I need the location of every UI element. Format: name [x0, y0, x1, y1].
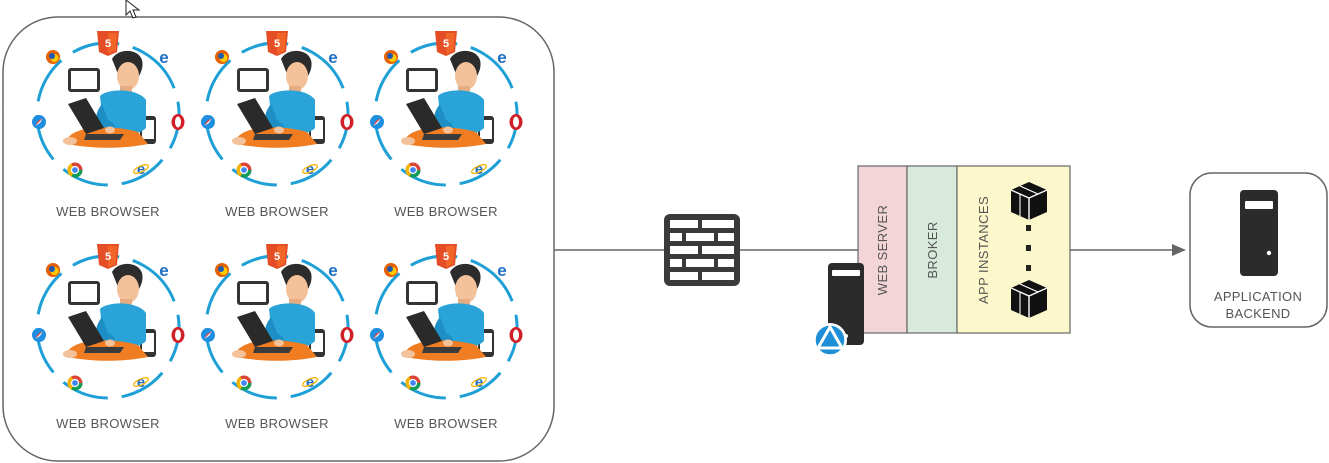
- arrow-head: [1172, 244, 1186, 256]
- app-instance-cube-icon: [1010, 181, 1048, 221]
- web-browser-label: WEB BROWSER: [394, 204, 498, 219]
- web-browser-label: WEB BROWSER: [225, 204, 329, 219]
- ellipsis-dots: [1026, 225, 1031, 271]
- server-icon: [1240, 190, 1278, 276]
- web-browser-label: WEB BROWSER: [225, 416, 329, 431]
- globe-icon: [813, 323, 847, 357]
- firewall-icon: [664, 214, 740, 286]
- web-browser-label: WEB BROWSER: [56, 416, 160, 431]
- broker-label: BROKER: [925, 221, 940, 278]
- cursor-icon: [125, 0, 141, 19]
- server-stack: WEB SERVER BROKER APP INSTANCES: [857, 165, 1071, 334]
- web-browser-client-4: WEB BROWSER: [9, 228, 207, 431]
- web-browser-client-2: WEB BROWSER: [178, 15, 376, 219]
- web-browser-label: WEB BROWSER: [56, 204, 160, 219]
- web-browser-client-1: WEB BROWSER: [9, 15, 207, 219]
- web-browser-client-3: WEB BROWSER: [347, 15, 545, 219]
- backend-label-line1: APPLICATION: [1214, 289, 1302, 304]
- web-browser-client-5: WEB BROWSER: [178, 228, 376, 431]
- application-backend: APPLICATION BACKEND: [1189, 172, 1328, 328]
- backend-label-line2: BACKEND: [1226, 306, 1291, 321]
- web-browser-label: WEB BROWSER: [394, 416, 498, 431]
- app-instance-cube-icon: [1010, 279, 1048, 319]
- web-server-label: WEB SERVER: [875, 205, 890, 295]
- web-browser-client-6: WEB BROWSER: [347, 228, 545, 431]
- app-instances-label: APP INSTANCES: [976, 196, 991, 304]
- server-icon: [828, 263, 864, 345]
